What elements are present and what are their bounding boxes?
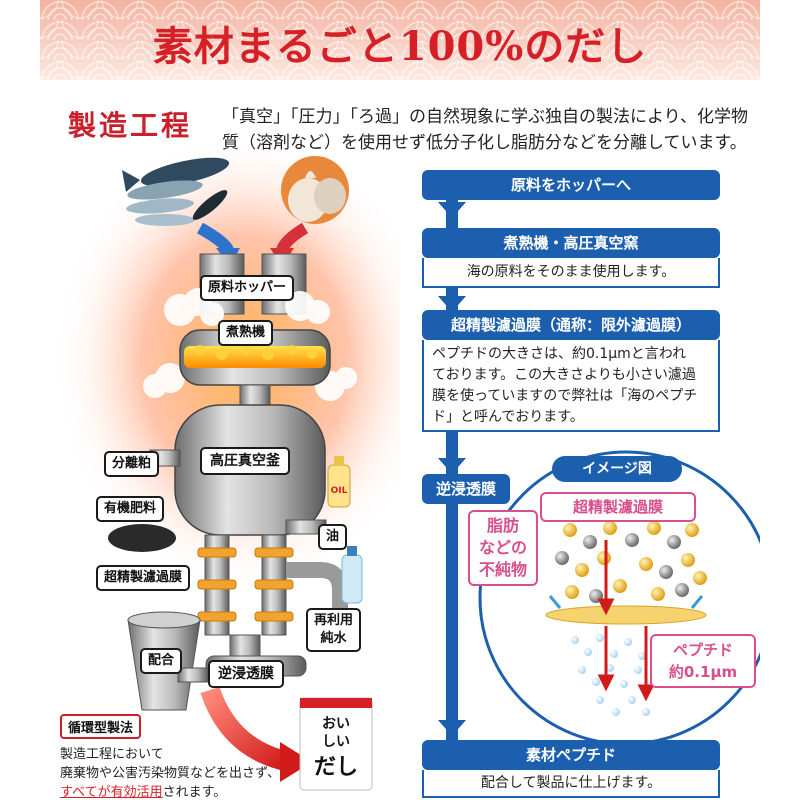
- flow-step-3-header: 超精製濾過膜（通称：限外濾過膜）: [422, 310, 720, 340]
- hopper-label: 原料ホッパー: [200, 275, 295, 301]
- banner-title: 素材まるごと100%のだし: [152, 23, 648, 70]
- impurity-line: などの: [478, 538, 527, 557]
- flow-step-3-line: ド」と呼んでおります。: [432, 409, 584, 425]
- cycle-line: 製造工程において: [60, 747, 164, 762]
- section-title: 製造工程: [68, 109, 193, 142]
- peptide-label: ペプチド 約0.1μm: [650, 634, 756, 688]
- output-arrow-icon: [200, 686, 293, 772]
- organic-fertilizer-label: 有機肥料: [96, 496, 165, 522]
- vacuum-kiln-label: 高圧真空釜: [200, 447, 290, 475]
- peptide-line: ペプチド: [672, 641, 733, 659]
- cycle-note: 循環型製法 製造工程において 廃棄物や公害汚染物質などを出さず、 すべてが有効活…: [60, 714, 320, 800]
- flow-step-3-body: ペプチドの大きさは、約0.1μmと言われ ております。この大きさよりも小さい濾過…: [422, 340, 720, 432]
- flow-step-2-body: 海の原料をそのまま使用します。: [422, 258, 720, 288]
- oil-bottle-icon: OIL: [327, 456, 351, 508]
- bounce-arrow-icon: [548, 595, 704, 609]
- flow-step-4-header: 逆浸透膜: [422, 474, 510, 504]
- garlic-icon: [281, 156, 349, 224]
- intro-line: 質（溶剤など）を使用せず低分子化し脂肪分などを分離しています。: [222, 133, 747, 153]
- flow-step-5-body: 配合して製品に仕上げます。: [422, 770, 720, 798]
- cycle-line: 廃棄物や公害汚染物質などを出さず、: [60, 766, 281, 781]
- impurity-line: 脂肪: [486, 516, 519, 535]
- image-label: イメージ図: [552, 456, 682, 482]
- intro-line: 「真空」「圧力」「ろ過」の自然現象に学ぶ独自の製法により、化学物: [222, 107, 748, 127]
- particle-group: [555, 521, 707, 603]
- intro-text: 「真空」「圧力」「ろ過」の自然現象に学ぶ独自の製法により、化学物 質（溶剤など）…: [222, 104, 782, 156]
- membrane-label: 超精製濾過膜: [540, 492, 696, 522]
- water-bottle-icon: [341, 546, 363, 604]
- oil-label: 油: [318, 524, 348, 550]
- product-text: おい: [322, 716, 350, 732]
- fish-icon: [122, 157, 230, 226]
- product-text: しい: [322, 734, 350, 750]
- cycle-line: すべてが有効活用されます。: [60, 783, 320, 800]
- separated-grains-label: 分離粕: [104, 451, 160, 477]
- cycle-highlight: すべてが有効活用: [60, 785, 163, 800]
- recycled-water-line: 再利用: [314, 613, 354, 628]
- recycled-water-line: 純水: [320, 631, 347, 646]
- machine-illustration: OIL おい しい だし: [55, 150, 400, 791]
- flow-step-3-line: ております。この大きさよりも小さい濾過: [432, 367, 696, 383]
- title-banner: 素材まるごと100%のだし: [40, 0, 760, 80]
- flow-step-1-header: 原料をホッパーへ: [422, 170, 720, 200]
- flow-step-3-line: ペプチドの大きさは、約0.1μmと言われ: [432, 346, 687, 362]
- arrow-head-icon: [280, 742, 312, 782]
- product-package-icon: おい しい だし: [299, 697, 373, 791]
- cycle-title: 循環型製法: [60, 714, 142, 739]
- flow-down-arrow-icon: [597, 540, 655, 702]
- recycled-water-label: 再利用 純水: [306, 608, 362, 652]
- reverse-osmosis-label: 逆浸透膜: [208, 660, 284, 688]
- flow-step-5-header: 素材ペプチド: [422, 740, 720, 770]
- cycle-text: 製造工程において 廃棄物や公害汚染物質などを出さず、 すべてが有効活用されます。: [60, 745, 320, 800]
- oil-bottle-text: OIL: [331, 486, 348, 496]
- blending-label: 配合: [140, 648, 183, 674]
- flow-step-2-header: 煮熟機・高圧真空窯: [422, 228, 720, 258]
- boiler-label: 煮熟機: [218, 320, 274, 346]
- cycle-suffix: されます。: [162, 785, 227, 800]
- flow-step-3-line: 膜を使っていますので弊社は「海のペプチ: [432, 388, 698, 404]
- product-text: だし: [314, 755, 358, 780]
- wave-pattern: [40, 0, 760, 80]
- membrane-disc: [545, 605, 707, 625]
- peptide-line: 約0.1μm: [668, 663, 738, 681]
- ultrafine-membrane-label: 超精製濾過膜: [96, 565, 191, 591]
- fertilizer-pile-icon: [108, 524, 176, 552]
- flow-arrow-icon: [438, 202, 466, 736]
- impurity-line: 不純物: [478, 560, 527, 579]
- impurity-label: 脂肪 などの 不純物: [468, 510, 538, 586]
